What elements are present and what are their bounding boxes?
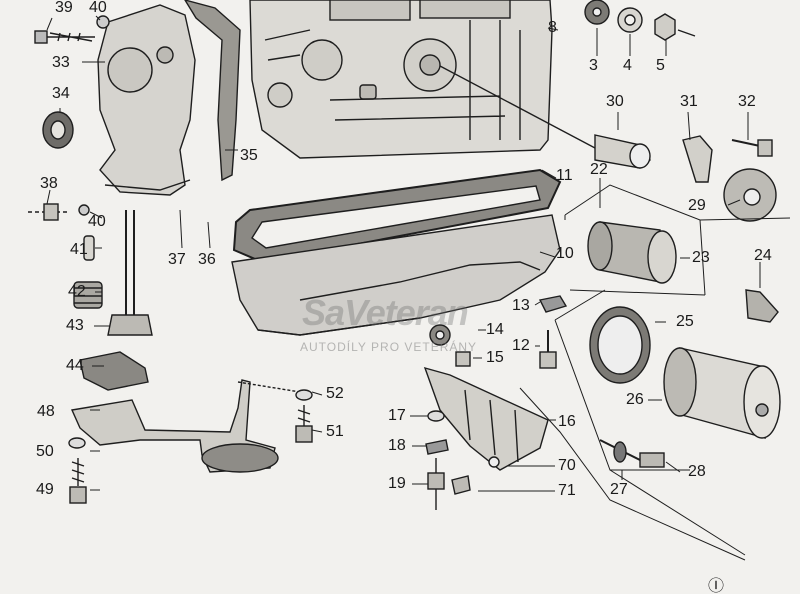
part-label-40-left: 40 (88, 213, 106, 230)
part-label-3: 3 (589, 57, 598, 74)
bolt-49-drawing (69, 486, 87, 504)
watermark-brand: SaVeteran (302, 292, 469, 333)
page-corner-mark: Ⓘ (708, 578, 725, 594)
pump-gear-drawing (107, 314, 153, 336)
part-label-8: 8 (548, 19, 557, 36)
part-label-42: 42 (68, 283, 86, 300)
part-label-39: 39 (55, 0, 73, 16)
part-label-50: 50 (36, 443, 54, 460)
washer-3-drawing (584, 0, 610, 25)
filter-element-drawing (587, 221, 677, 284)
part-label-30: 30 (606, 93, 624, 110)
leader-lines (46, 15, 761, 492)
part-label-28: 28 (688, 463, 706, 480)
part-label-36: 36 (198, 251, 216, 268)
part-label-29: 29 (688, 197, 706, 214)
oil-seal-drawing (42, 111, 74, 149)
part-label-16: 16 (558, 413, 576, 430)
filter-flange-drawing (723, 168, 777, 222)
part-label-52: 52 (326, 385, 344, 402)
part-label-27: 27 (610, 481, 628, 498)
pump-gasket-drawing (79, 351, 149, 391)
part-label-38: 38 (40, 175, 58, 192)
cover-gasket-drawing (184, 0, 241, 182)
part-label-18: 18 (388, 437, 406, 454)
pin-drawing (83, 235, 95, 261)
part-label-43: 43 (66, 317, 84, 334)
part-label-70: 70 (558, 457, 576, 474)
drive-gear-drawing (73, 281, 103, 309)
part-label-25: 25 (676, 313, 694, 330)
oil-pan-drawing (231, 214, 561, 336)
part-label-33: 33 (52, 54, 70, 71)
part-label-22: 22 (590, 161, 608, 178)
part-label-23: 23 (692, 249, 710, 266)
part-label-26: 26 (626, 391, 644, 408)
part-label-37: 37 (168, 251, 186, 268)
part-label-19: 19 (388, 475, 406, 492)
part-label-49: 49 (36, 481, 54, 498)
oil-tube-drawing (439, 65, 651, 169)
part-label-17: 17 (388, 407, 406, 424)
part-label-71: 71 (558, 482, 576, 499)
part-label-40-top: 40 (89, 0, 107, 16)
part-label-31: 31 (680, 93, 698, 110)
filter-housing-drawing (663, 347, 781, 439)
part-label-10: 10 (556, 245, 574, 262)
front-cover-drawing (97, 4, 196, 196)
part-label-44: 44 (66, 357, 84, 374)
part-label-41: 41 (70, 241, 88, 258)
part-label-35: 35 (240, 147, 258, 164)
bolt-38-drawing (28, 203, 90, 221)
part-label-32: 32 (738, 93, 756, 110)
part-label-4: 4 (623, 57, 632, 74)
bolt-39-drawing (34, 15, 110, 44)
part-label-34: 34 (52, 85, 70, 102)
part-label-24: 24 (754, 247, 772, 264)
part-label-48: 48 (37, 403, 55, 420)
baffle-plate-drawing (423, 366, 549, 471)
part-label-11: 11 (556, 167, 573, 184)
part-label-51: 51 (326, 423, 344, 440)
part-label-15: 15 (486, 349, 504, 366)
oil-strainer-drawing (70, 379, 301, 473)
engine-block-drawing (249, 0, 553, 159)
strainer-pipe-drawing (125, 210, 135, 325)
part-label-12: 12 (512, 337, 530, 354)
part-label-13: 13 (512, 297, 530, 314)
part-label-14: 14 (486, 321, 504, 338)
watermark-tagline: AUTODÍLY PRO VETERÁNY (300, 340, 478, 354)
part-label-5: 5 (656, 57, 665, 74)
filter-gasket-drawing (589, 306, 651, 384)
